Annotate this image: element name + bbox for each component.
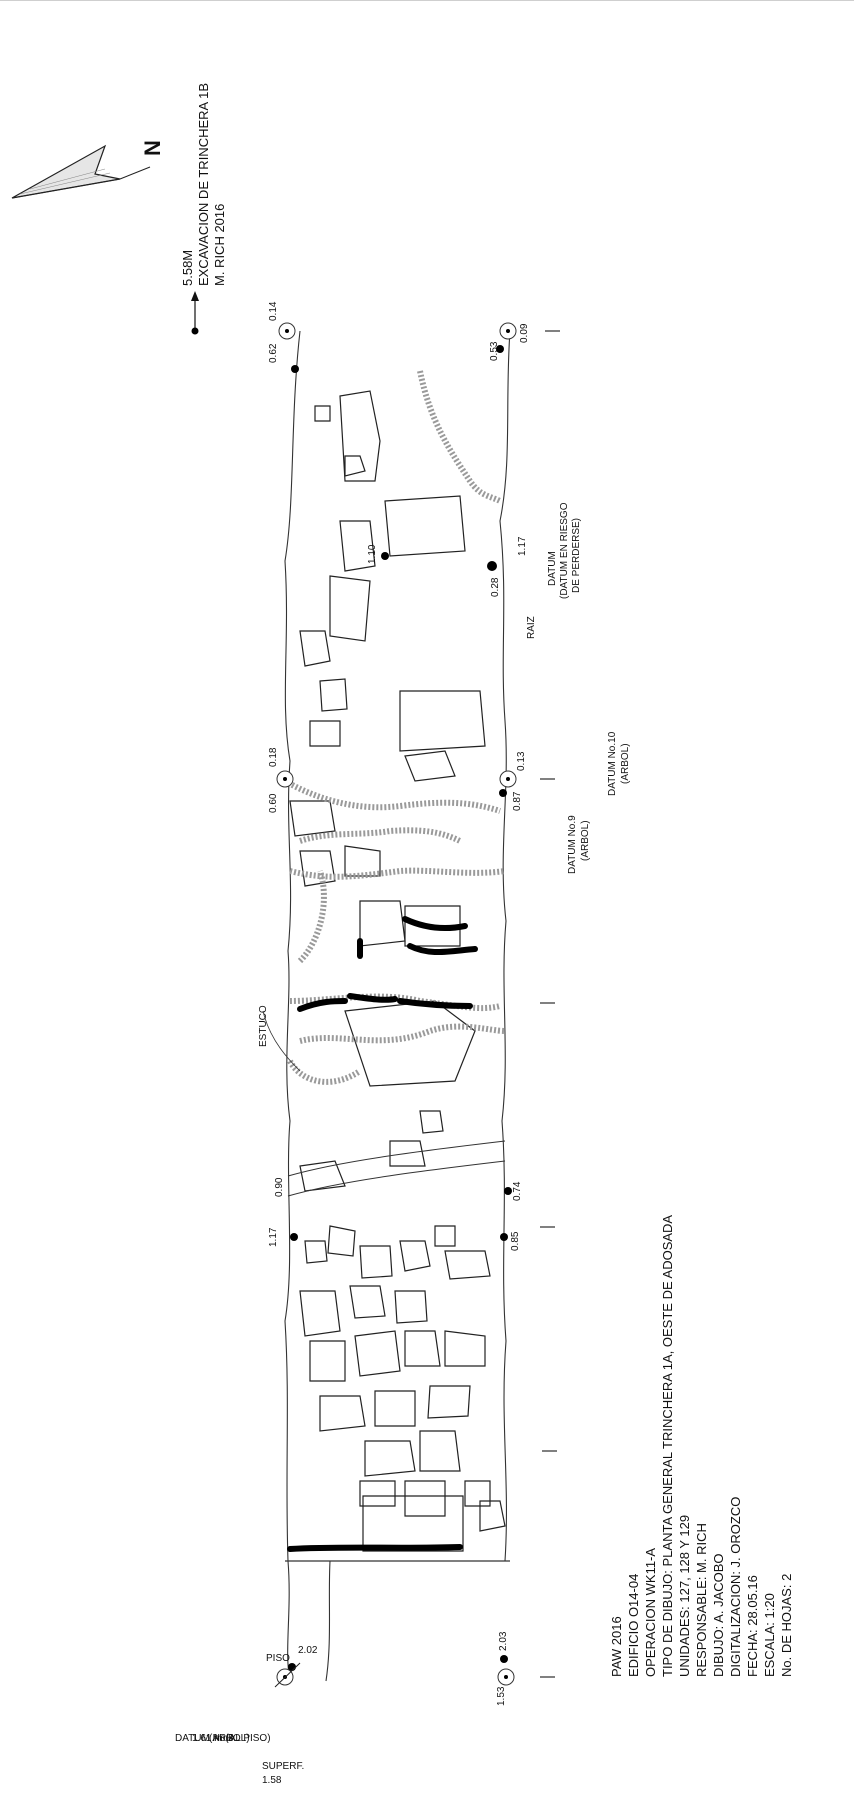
- heavy-edges: [287, 916, 478, 1552]
- north-label: N: [140, 140, 165, 156]
- estuco-label: ESTUCO: [258, 1005, 269, 1047]
- superf-value: 1.58: [262, 1775, 282, 1786]
- elev-low-left-b: 1.17: [268, 1227, 279, 1247]
- reference-line-1: 5.58M: [180, 250, 195, 286]
- stucco-floors: [283, 370, 506, 1197]
- title-line-3: OPERACION WK11-A: [643, 1548, 658, 1677]
- elev-low-left-a: 0.90: [274, 1177, 285, 1197]
- datum-labels: DATUM No.8 1.61 m (AL PISO) (ARBOL) DATU…: [175, 502, 631, 1744]
- elev-mid-right-b: 0.13: [516, 751, 527, 771]
- title-line-5: UNIDADES: 127, 128 Y 129: [677, 1515, 692, 1677]
- datum8-line1: DATUM No.8: [175, 1733, 234, 1744]
- title-line-10: ESCALA: 1:20: [762, 1593, 777, 1677]
- elev-center-110: 1.10: [367, 544, 378, 564]
- elev-bottom-right-b: 1.53: [496, 1686, 507, 1706]
- datum-riesgo-line1: DATUM: [547, 551, 558, 586]
- title-line-2: EDIFICIO O14-04: [626, 1574, 641, 1677]
- north-arrow: N: [11, 140, 165, 199]
- elev-bottom-right-a: 2.03: [498, 1631, 509, 1651]
- elev-top-left-a: 0.62: [268, 343, 279, 363]
- elev-top-left-b: 0.14: [268, 301, 279, 321]
- datum-riesgo-line2: (DATUM EN RIESGO: [559, 502, 570, 599]
- elev-riesgo-a: 1.17: [517, 536, 528, 556]
- elev-bottom-left: 2.02: [298, 1645, 318, 1656]
- elevation-labels: 0.62 0.14 0.53 0.09 1.10 1.17 0.28 0.60 …: [268, 301, 530, 1706]
- stones: [289, 390, 506, 1552]
- elev-top-right-b: 0.09: [519, 323, 530, 343]
- superf-label: SUPERF.: [262, 1761, 304, 1772]
- title-line-9: FECHA: 28.05.16: [745, 1575, 760, 1677]
- piso-label: PISO: [266, 1653, 290, 1664]
- title-block: PAW 2016 EDIFICIO O14-04 OPERACION WK11-…: [609, 1215, 794, 1677]
- reference-line-3: M. RICH 2016: [212, 204, 227, 286]
- grid-ticks: [540, 330, 560, 1678]
- raiz-label: RAIZ: [526, 616, 537, 639]
- elev-low-right-a: 0.74: [512, 1181, 523, 1201]
- feature-labels: RAIZ ESTUCO PISO SUPERF. 1.58: [258, 616, 537, 1786]
- reference-line-2: EXCAVACION DE TRINCHERA 1B: [196, 83, 211, 286]
- datum9-line1: DATUM No.9: [567, 815, 578, 874]
- datum8-line2: 1.61 m (AL PISO): [192, 1733, 271, 1744]
- title-line-6: RESPONSABLE: M. RICH: [694, 1523, 709, 1677]
- elev-low-right-b: 0.85: [510, 1231, 521, 1251]
- reference-note: 5.58M EXCAVACION DE TRINCHERA 1B M. RICH…: [180, 83, 227, 335]
- elev-mid-right-a: 0.87: [512, 791, 523, 811]
- datum9-line2: (ARBOL): [580, 820, 591, 861]
- datum10-line1: DATUM No.10: [607, 731, 618, 796]
- elev-top-right-a: 0.53: [489, 341, 500, 361]
- title-line-11: No. DE HOJAS: 2: [779, 1574, 794, 1677]
- title-line-7: DIBUJO: A. JACOBO: [711, 1553, 726, 1677]
- title-line-4: TIPO DE DIBUJO: PLANTA GENERAL TRINCHERA…: [660, 1215, 675, 1677]
- elev-mid-left-a: 0.60: [268, 793, 279, 813]
- title-line-1: PAW 2016: [609, 1616, 624, 1677]
- datum10-line2: (ARBOL): [620, 743, 631, 784]
- datum-riesgo-line3: DE PERDERSE): [571, 518, 582, 593]
- elev-mid-left-b: 0.18: [268, 747, 279, 767]
- trench-walls: [284, 330, 511, 1682]
- elevation-markers: [274, 322, 517, 1688]
- elev-riesgo-b: 0.28: [490, 577, 501, 597]
- title-line-8: DIGITALIZACION: J. OROZCO: [728, 1497, 743, 1677]
- datum8-line3: (ARBOL): [209, 1733, 250, 1744]
